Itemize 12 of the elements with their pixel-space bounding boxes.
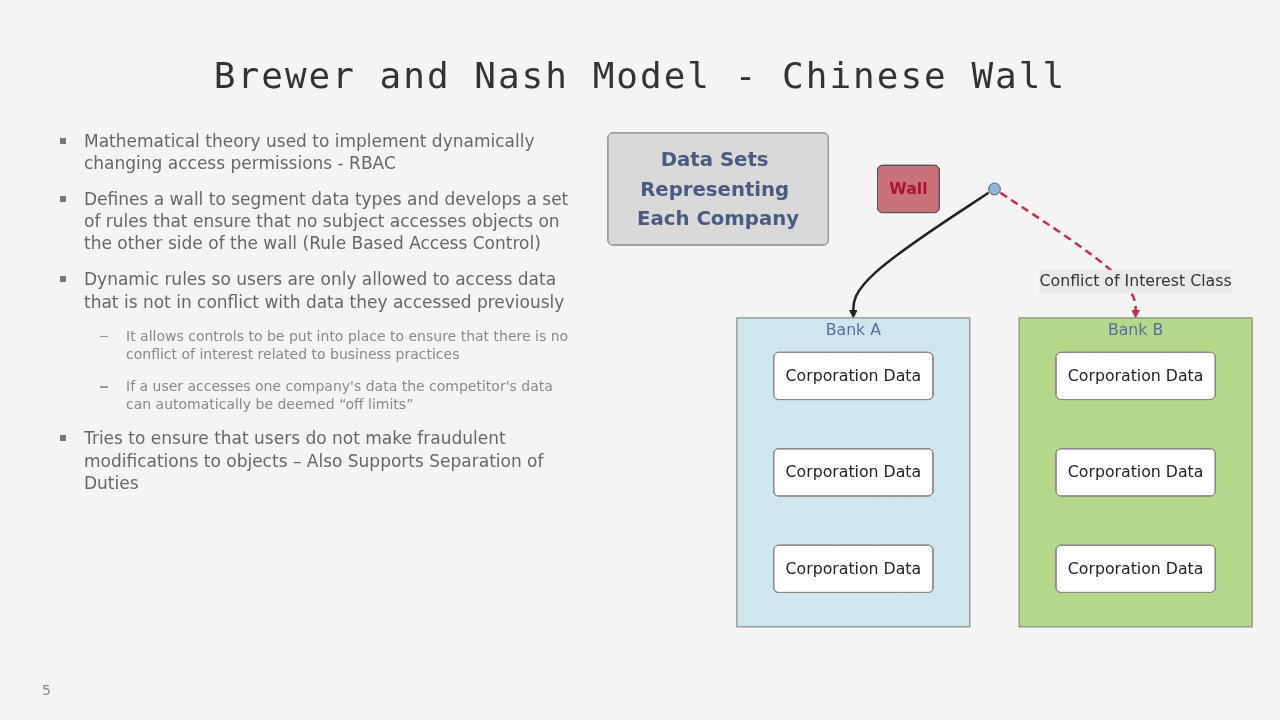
bullet-text: Tries to ensure that users do not make fraudulent modifications to objects – Also Supports Separation of Duties xyxy=(84,427,545,494)
slide-title: Brewer and Nash Model - Chinese Wall xyxy=(212,55,1068,96)
bullet-text: Dynamic rules so users are only allowed to access data that is not in conflict with data they accessed previously xyxy=(84,268,566,313)
bullet-text: It allows controls to be put into place to ensure that there is no conflict of interest related to business practices xyxy=(126,326,570,364)
bullet-text: If a user accesses one company's data the competitor's data can automatically be deemed “off limits” xyxy=(126,377,554,414)
bullet-text: Defines a wall to segment data types and develops a set of rules that ensure that no subject accesses objects on the other side of the wall (Rule Based Access Control) xyxy=(84,188,570,255)
arrow xyxy=(849,191,990,319)
arrow xyxy=(999,191,1140,319)
edge-label: Conflict of Interest Class xyxy=(1039,271,1232,291)
bullet-text: Mathematical theory used to implement dynamically changing access permissions - RBAC xyxy=(84,130,536,175)
node-person xyxy=(988,182,1001,196)
slide-number: 5 xyxy=(42,682,51,698)
